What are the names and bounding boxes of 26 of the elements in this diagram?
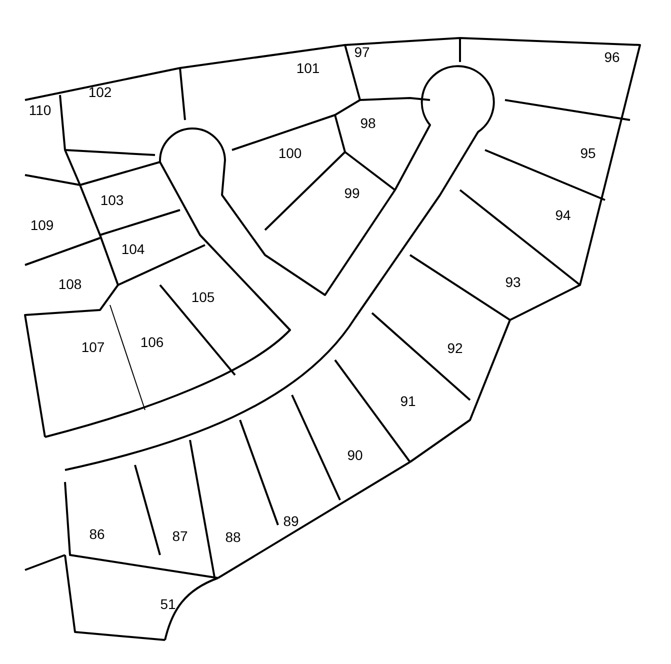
lot-number: 87 xyxy=(172,528,188,544)
lot-number: 108 xyxy=(58,276,82,292)
lot-number: 90 xyxy=(347,447,363,463)
lot-number: 92 xyxy=(447,340,463,356)
lot-number: 88 xyxy=(225,529,241,545)
lot-number: 89 xyxy=(283,513,299,529)
lot-number: 104 xyxy=(121,241,145,257)
lot-number: 96 xyxy=(604,49,620,65)
lot-number: 102 xyxy=(88,84,112,100)
lot-number: 94 xyxy=(555,207,571,223)
lot-number: 100 xyxy=(278,145,302,161)
lot-number: 99 xyxy=(344,185,360,201)
lot-number: 93 xyxy=(505,274,521,290)
lot-number: 86 xyxy=(89,526,105,542)
lot-number: 109 xyxy=(30,217,54,233)
lot-number: 110 xyxy=(28,102,52,118)
lot-number: 101 xyxy=(296,60,320,76)
lot-number: 97 xyxy=(354,44,370,60)
lot-number: 105 xyxy=(191,289,215,305)
lot-number: 91 xyxy=(400,393,416,409)
lot-number: 51 xyxy=(160,596,176,612)
lot-number: 106 xyxy=(140,334,164,350)
lot-number: 98 xyxy=(360,115,376,131)
lot-number: 107 xyxy=(81,339,105,355)
lot-number: 95 xyxy=(580,145,596,161)
lot-number: 103 xyxy=(100,192,124,208)
